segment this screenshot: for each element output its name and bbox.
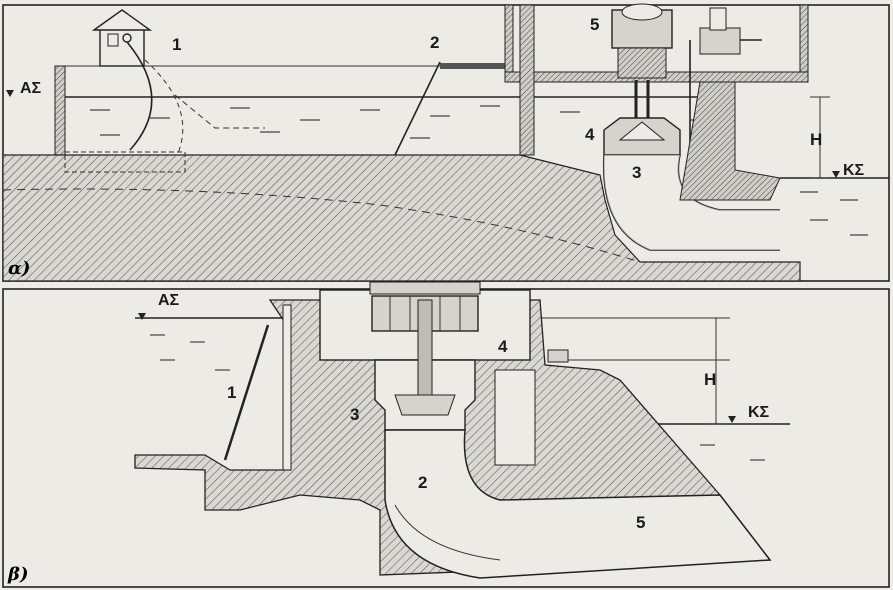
turbine-shaft-b <box>417 299 433 396</box>
bed-dashed-a <box>2 188 641 263</box>
upper-water-waves-a <box>90 105 710 139</box>
lower-water-waves-a <box>800 191 868 236</box>
upper-level-label-b: ΑΣ <box>158 292 180 309</box>
caption-b: β) <box>7 564 28 585</box>
head-label-b: H <box>704 370 716 389</box>
label-5-b: 5 <box>636 513 645 532</box>
intake-pier-b <box>282 304 292 471</box>
draft-tube-b <box>384 429 772 579</box>
label-4-a: 4 <box>585 125 595 144</box>
head-label-a: H <box>810 130 822 149</box>
caption-a: α) <box>8 258 30 279</box>
gate-house <box>91 9 153 67</box>
generator-cover-b <box>369 281 481 295</box>
lower-level-label-a: ΚΣ <box>843 162 865 179</box>
trash-rack-b <box>223 324 270 461</box>
upper-level-label-a: ΑΣ <box>20 80 42 97</box>
label-1-a: 1 <box>172 35 181 54</box>
label-2-b: 2 <box>418 473 427 492</box>
sluice-a <box>64 151 186 173</box>
upper-water-waves-b <box>150 334 230 371</box>
trash-rack-a <box>394 61 441 156</box>
label-4-b: 4 <box>498 337 508 356</box>
river-bed-a <box>2 154 801 282</box>
label-3-b: 3 <box>350 405 359 424</box>
upper-level-marker-a <box>6 90 14 97</box>
panel-b: ΑΣ ΚΣ H 1 2 3 4 5 β) <box>2 281 890 588</box>
gate-arm-a <box>126 41 153 151</box>
powerhouse-a <box>504 3 809 251</box>
intake-wall-a <box>54 65 66 159</box>
gate-line-a <box>174 94 265 129</box>
runner-b <box>394 394 456 416</box>
label-1-b: 1 <box>227 383 236 402</box>
draft-tube-inner-b <box>394 504 501 561</box>
label-2-a: 2 <box>430 33 439 52</box>
gallery-b <box>494 369 536 466</box>
upper-level-marker-b <box>138 313 146 320</box>
bridge-beam-a <box>440 63 510 69</box>
panel-a: ΑΣ ΚΣ H 1 2 3 4 5 α) <box>2 3 890 282</box>
lower-level-label-b: ΚΣ <box>748 404 770 421</box>
deck-hoist-b <box>547 349 569 363</box>
lower-level-marker-a <box>832 171 840 178</box>
label-3-a: 3 <box>632 163 641 182</box>
gate-arm-dashed-a <box>144 59 184 161</box>
lower-level-marker-b <box>728 416 736 423</box>
label-5-a: 5 <box>590 15 599 34</box>
